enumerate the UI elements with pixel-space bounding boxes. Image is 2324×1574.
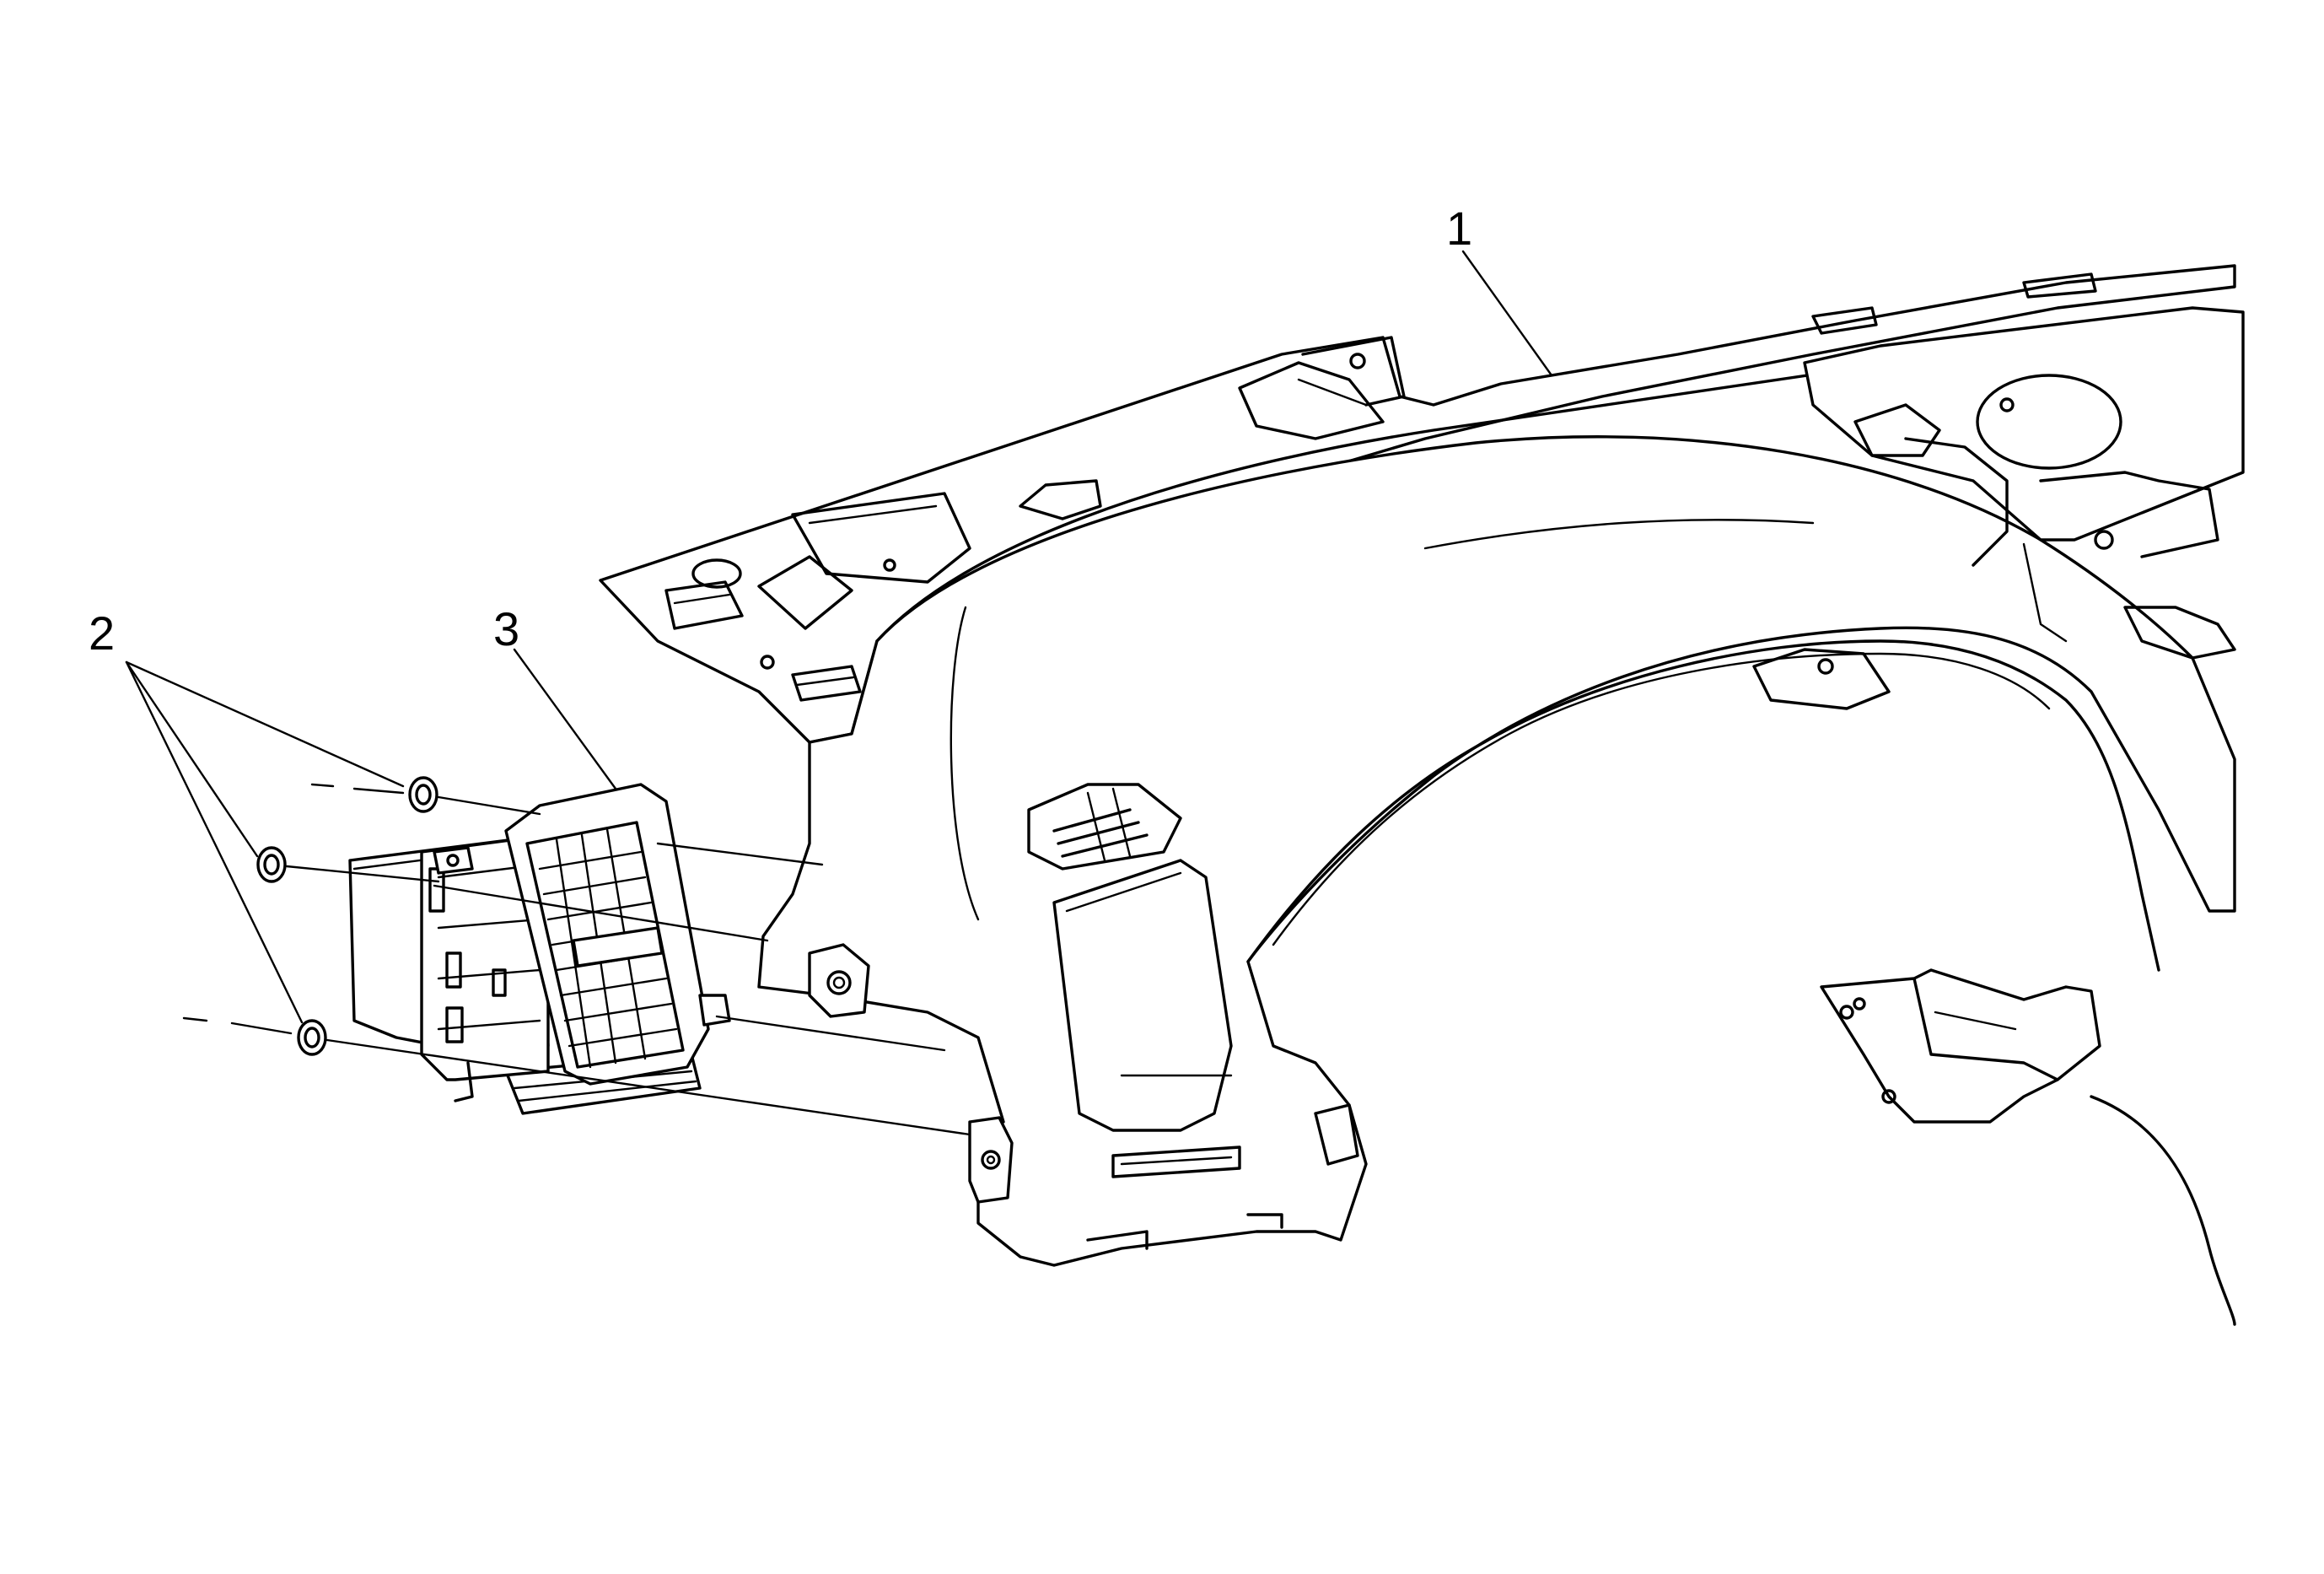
fastener-bottom: [297, 1019, 327, 1056]
fastener-middle: [256, 846, 287, 883]
air-outlet-assembly: [348, 783, 731, 1115]
fastener-top: [408, 776, 438, 813]
callout-2-label: 2: [89, 606, 115, 660]
instrument-panel: [599, 264, 2245, 1326]
callout-leaders: [125, 250, 1553, 1024]
callout-1-label: 1: [1446, 202, 1472, 255]
callout-3-label: 3: [493, 602, 519, 655]
alignment-lines: [182, 783, 971, 1136]
fasteners: [256, 776, 438, 1056]
